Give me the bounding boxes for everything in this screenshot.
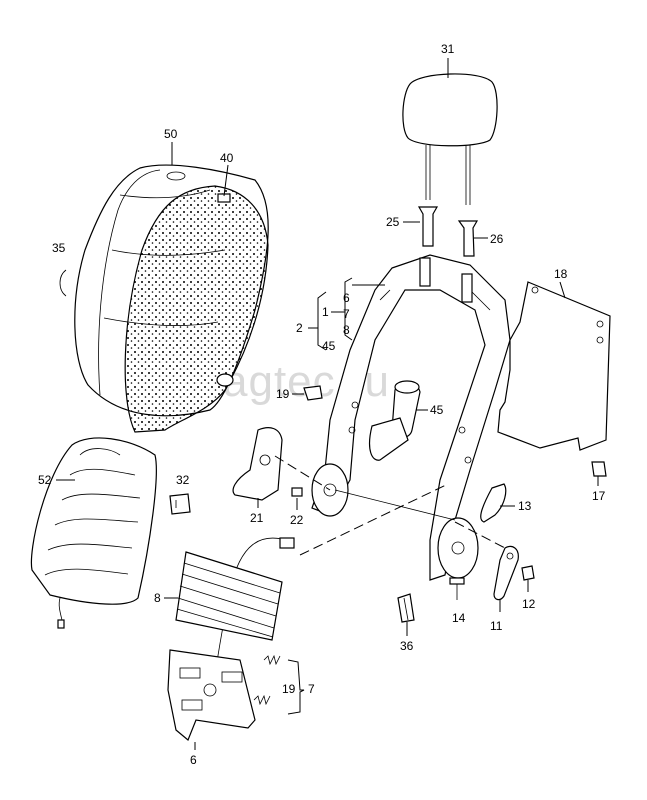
label-19-bottom: 19 — [282, 682, 296, 696]
label-group-1: 1 — [322, 305, 329, 319]
lumbar-support-grid-part — [175, 551, 283, 641]
leader-40 — [223, 164, 229, 197]
label-26: 26 — [490, 232, 504, 246]
bracket-right — [344, 277, 353, 341]
label-18: 18 — [554, 267, 568, 281]
clip-12-part — [521, 565, 535, 581]
clip-19-part — [303, 385, 323, 401]
lumbar-heating-mat-part — [30, 437, 157, 629]
headrest-guide-25 — [417, 206, 439, 247]
label-7: 7 — [308, 682, 315, 696]
label-11: 11 — [490, 619, 503, 633]
label-12: 12 — [522, 597, 536, 611]
label-35: 35 — [52, 241, 66, 255]
lever-13-part — [480, 483, 507, 523]
label-25: 25 — [386, 215, 400, 229]
lumbar-plate-part — [167, 649, 256, 741]
bracket-21-part — [232, 427, 283, 501]
nut-17-part — [591, 461, 607, 477]
label-group-8: 8 — [343, 323, 350, 337]
springs-19-part — [253, 654, 281, 706]
label-32: 32 — [176, 473, 190, 487]
headrest-guide-26 — [457, 220, 479, 257]
handle-11-part — [493, 545, 519, 601]
label-45-motor: 45 — [430, 403, 444, 417]
label-22: 22 — [290, 513, 304, 527]
backrest-foam-pad-part — [124, 185, 269, 433]
label-40: 40 — [220, 151, 234, 165]
back-panel-part — [497, 281, 611, 451]
label-19-top: 19 — [276, 387, 290, 401]
screw-14-part — [449, 577, 465, 600]
label-14: 14 — [452, 611, 466, 625]
label-31: 31 — [441, 42, 455, 56]
label-36: 36 — [400, 639, 414, 653]
label-6: 6 — [190, 753, 197, 767]
label-13: 13 — [518, 499, 532, 513]
label-group-7: 7 — [343, 307, 350, 321]
headrest-part — [402, 73, 498, 205]
bracket-19-7 — [287, 659, 305, 715]
dash-line-1 — [274, 455, 331, 491]
label-group-2: 2 — [296, 321, 303, 335]
leader-18 — [559, 281, 566, 299]
motor-45-part — [368, 380, 421, 461]
label-21: 21 — [250, 511, 264, 525]
label-17: 17 — [592, 489, 606, 503]
cable-connector — [279, 537, 295, 549]
dash-line-3 — [454, 521, 506, 549]
connector-32-part — [169, 493, 191, 515]
bracket-left — [317, 291, 327, 351]
label-52: 52 — [38, 473, 52, 487]
label-8: 8 — [154, 591, 161, 605]
label-group-6: 6 — [343, 291, 350, 305]
clip-36-part — [397, 593, 415, 623]
label-50: 50 — [164, 127, 178, 141]
dash-line-2 — [299, 483, 449, 556]
label-group-45: 45 — [322, 339, 336, 353]
clip-35-part — [59, 269, 67, 297]
screw-22-part — [291, 487, 303, 497]
